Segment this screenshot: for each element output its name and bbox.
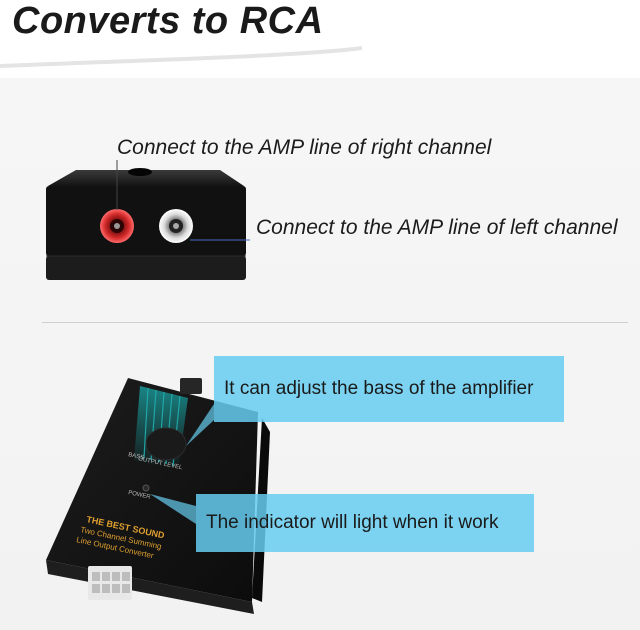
right-channel-label: Connect to the AMP line of right channel [117, 136, 492, 159]
indicator-callout: The indicator will light when it work [196, 494, 534, 552]
left-channel-label: Connect to the AMP line of left channel [256, 216, 618, 239]
bass-callout: It can adjust the bass of the amplifier [214, 356, 564, 422]
header-band [0, 0, 640, 78]
power-plug-connector [88, 566, 132, 600]
section-divider [42, 322, 628, 323]
indicator-callout-text: The indicator will light when it work [206, 512, 499, 533]
header-swoosh [0, 46, 362, 68]
bass-callout-text: It can adjust the bass of the amplifier [224, 378, 534, 399]
page-title: Converts to RCA [12, 0, 324, 42]
device-power-label: POWER [128, 490, 152, 501]
device-knob-label: BASS [128, 452, 145, 461]
